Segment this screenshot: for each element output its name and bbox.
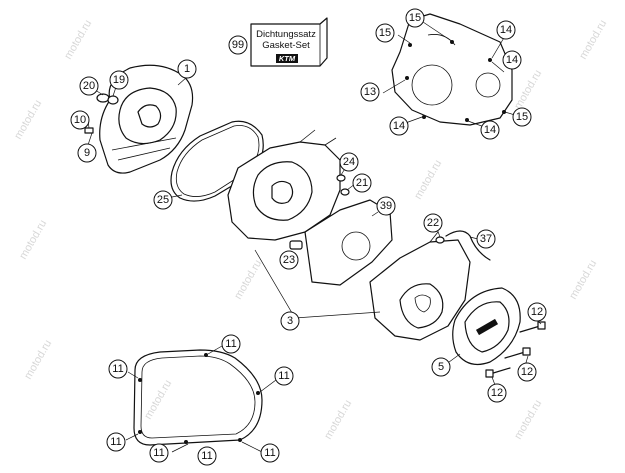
callout-circle: [228, 35, 248, 55]
callout-39: 39: [380, 200, 392, 212]
gasket-set-box: Dichtungssatz Gasket-Set KTM 99: [228, 17, 328, 67]
callouts: 1 20 19 10 9 25 24 21 39 23 22 37 3 5 12…: [70, 8, 547, 466]
callout-15: 15: [409, 12, 421, 24]
callout-11: 11: [225, 338, 236, 350]
callout-13: 13: [364, 86, 376, 98]
watermark: motod.ru: [17, 218, 49, 262]
callout-12: 12: [521, 366, 533, 378]
watermark: motod.ru: [22, 338, 54, 382]
dowel-sleeve: [289, 240, 303, 250]
callout-37: 37: [480, 233, 492, 245]
plug-part: [96, 93, 110, 103]
callout-20: 20: [83, 80, 95, 92]
crankcase-left-half: [227, 129, 341, 250]
callout-99: 99: [232, 39, 244, 51]
callout-21: 21: [356, 177, 368, 189]
watermark: motod.ru: [577, 18, 609, 62]
clutch-cover: [444, 287, 521, 366]
watermark: motod.ru: [412, 158, 444, 202]
callout-15: 15: [516, 111, 528, 123]
watermark: motod.ru: [142, 378, 174, 422]
callout-11: 11: [264, 447, 275, 459]
bottom-left-gasket: [125, 345, 277, 453]
callout-11: 11: [153, 447, 164, 459]
washer-part: [107, 95, 119, 105]
callout-14: 14: [484, 124, 496, 136]
callout-1: 1: [184, 63, 190, 75]
watermark: motod.ru: [567, 258, 599, 302]
gasket-set-label-de: Dichtungssatz: [256, 29, 316, 40]
callout-23: 23: [283, 254, 295, 266]
crankcase-right-half: [369, 231, 471, 341]
callout-5: 5: [438, 361, 444, 373]
callout-11: 11: [110, 436, 121, 448]
watermark: motod.ru: [62, 18, 94, 62]
callout-12: 12: [491, 387, 503, 399]
callout-24: 24: [343, 156, 355, 168]
watermark: motod.ru: [322, 398, 354, 442]
callout-14: 14: [500, 24, 512, 36]
callout-11: 11: [278, 370, 289, 382]
watermark: motod.ru: [512, 68, 544, 112]
center-gasket: [304, 199, 393, 286]
callout-10: 10: [74, 114, 86, 126]
callout-12: 12: [531, 306, 543, 318]
watermark: motod.ru: [512, 398, 544, 442]
watermark: motod.ru: [12, 98, 44, 142]
callout-14: 14: [393, 120, 405, 132]
ktm-logo: KTM: [279, 54, 296, 63]
callout-9: 9: [84, 147, 90, 159]
cap-and-screws: [84, 76, 188, 146]
callout-19: 19: [113, 74, 125, 86]
callout-11: 11: [201, 450, 212, 462]
watermark: motod.ru: [232, 258, 264, 302]
callout-3: 3: [287, 315, 293, 327]
cover-gasket: [170, 120, 264, 202]
gasket-set-label-en: Gasket-Set: [262, 40, 310, 51]
callout-22: 22: [427, 217, 439, 229]
screw-part: [84, 127, 94, 134]
callout-14: 14: [506, 54, 518, 66]
callout-15: 15: [379, 27, 391, 39]
callout-11: 11: [112, 363, 123, 375]
ignition-cover: [99, 64, 194, 174]
callout-25: 25: [157, 194, 169, 206]
